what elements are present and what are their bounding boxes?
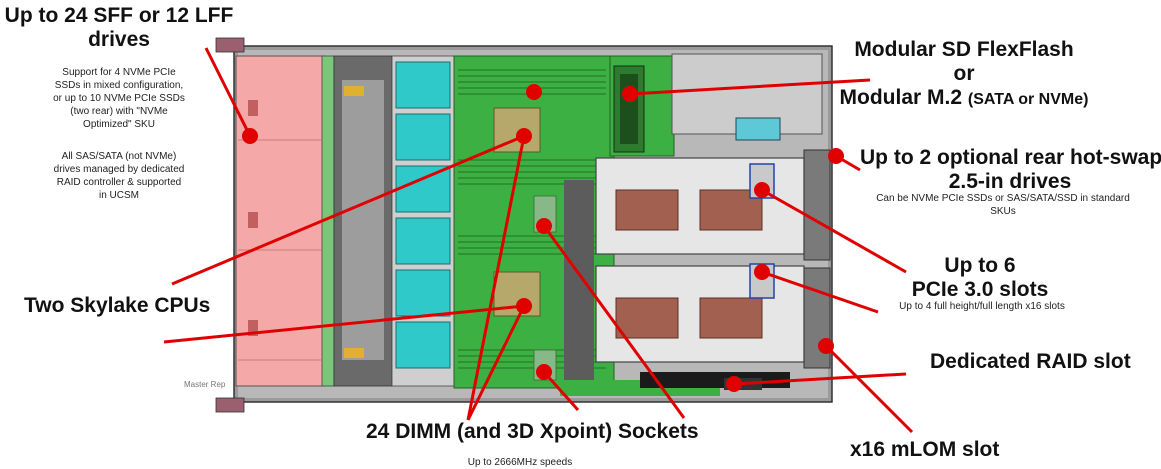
flexflash-line3: Modular M.2 (SATA or NVMe) <box>834 86 1094 112</box>
pcie-note: Up to 4 full height/full length x16 slot… <box>899 301 1065 312</box>
drives-note-sas-line4: in UCSM <box>98 190 139 201</box>
drives-note-nvme-line4: (two rear) with "NVMe <box>70 106 168 117</box>
rear-drive-bays <box>803 149 831 369</box>
raid-label: Dedicated RAID slot <box>930 350 1131 373</box>
pcie-label: Up to 6 PCIe 3.0 slots <box>880 254 1080 302</box>
mlom-label: x16 mLOM slot <box>850 438 1000 461</box>
rear-drives-note-line2: SKUs <box>990 206 1016 217</box>
callout-dots <box>242 84 844 392</box>
rear-drives-note-line1: Can be NVMe PCIe SSDs or SAS/SATA/SSD in… <box>876 193 1130 204</box>
drives-note-sas-line3: RAID controller & supported <box>56 177 182 188</box>
rear-drives-line2: 2.5-in drives <box>948 170 1072 193</box>
drives-note-sas: All SAS/SATA (not NVMe) drives managed b… <box>14 150 224 202</box>
dimm-note: Up to 2666MHz speeds <box>467 457 573 468</box>
rear-drives-line1: Up to 2 optional rear hot-swap <box>860 146 1161 169</box>
drives-note-nvme: Support for 4 NVMe PCIe SSDs in mixed co… <box>14 66 224 131</box>
drives-note-nvme-line5: Optimized" SKU <box>83 119 155 130</box>
pcie-line1: Up to 6 <box>944 254 1016 277</box>
handle-bottom <box>215 397 245 413</box>
drives-title-line1: Up to 24 SFF or 12 LFF <box>4 4 234 27</box>
dimm-label: 24 DIMM (and 3D Xpoint) Sockets <box>366 420 699 443</box>
rear-drives-note: Can be NVMe PCIe SSDs or SAS/SATA/SSD in… <box>848 192 1158 218</box>
master-rep-mark: Master Rep <box>184 380 226 389</box>
drives-note-sas-line2: drives managed by dedicated <box>53 164 185 175</box>
pcie-risers <box>595 157 805 363</box>
drives-note-nvme-line2: SSDs in mixed configuration, <box>54 80 184 91</box>
handle-top <box>215 37 245 53</box>
flexflash-line1: Modular SD FlexFlash <box>854 38 1074 61</box>
drives-note-sas-line1: All SAS/SATA (not NVMe) <box>61 151 177 162</box>
drives-note-nvme-line3: or up to 10 NVMe PCIe SSDs <box>53 93 185 104</box>
flexflash-label: Modular SD FlexFlash or Modular M.2 (SAT… <box>834 38 1094 112</box>
flexflash-line2: or <box>953 62 975 85</box>
flexflash-line3-suffix: (SATA or NVMe) <box>967 91 1089 108</box>
flexflash-module <box>613 53 823 153</box>
fans <box>395 61 451 369</box>
drives-title-line2: drives <box>88 28 150 51</box>
drives-title: Up to 24 SFF or 12 LFF drives <box>0 4 238 52</box>
midplane <box>564 180 594 380</box>
cpus-label: Two Skylake CPUs <box>24 294 211 317</box>
flexflash-line3-main: Modular M.2 <box>839 86 963 109</box>
callout-lines <box>163 47 914 434</box>
rear-drives-label: Up to 2 optional rear hot-swap 2.5-in dr… <box>860 146 1161 194</box>
pcie-line2: PCIe 3.0 slots <box>911 278 1049 301</box>
drives-note-nvme-line1: Support for 4 NVMe PCIe <box>62 67 176 78</box>
